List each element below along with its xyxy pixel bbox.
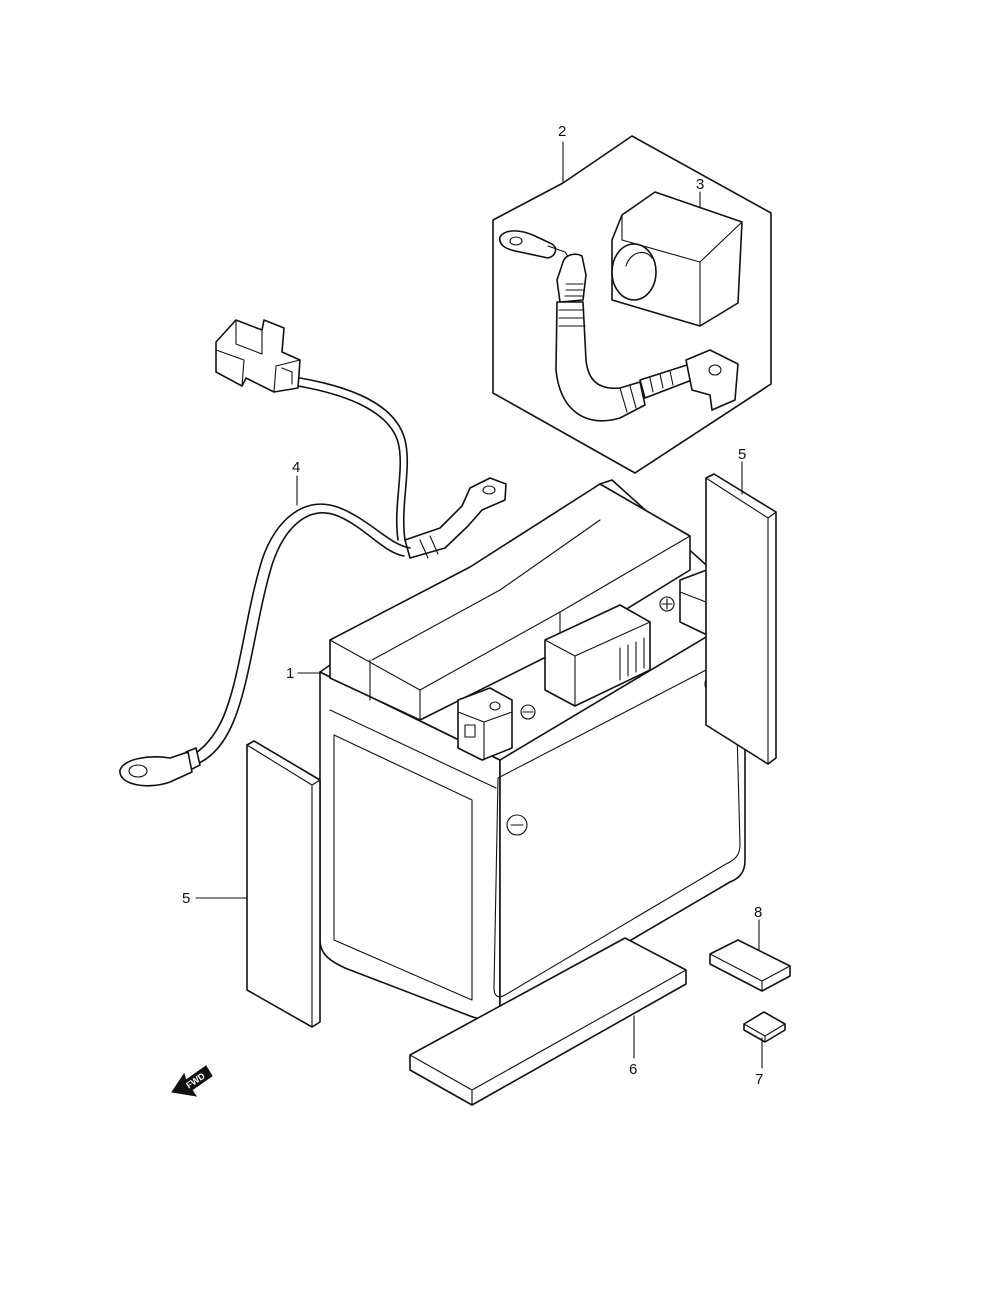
callout-4: 4 — [292, 459, 300, 476]
battery-cable-assembly — [498, 230, 739, 422]
battery — [319, 479, 749, 1020]
arrow-fwd-icon: FWD — [171, 1065, 213, 1097]
callout-3: 3 — [696, 176, 704, 193]
callout-5-right: 5 — [738, 446, 746, 463]
wire-harness — [119, 319, 507, 787]
callout-1: 1 — [286, 665, 294, 682]
callout-7: 7 — [755, 1071, 763, 1088]
terminal-cover — [611, 191, 743, 327]
kit-outline-hexagon — [492, 135, 772, 474]
pad-small-8 — [709, 939, 791, 992]
pad-small-7 — [743, 1011, 786, 1043]
callout-8: 8 — [754, 904, 762, 921]
pad-right — [705, 473, 777, 765]
callout-labels: 2 3 4 5 1 5 8 6 7 — [182, 123, 763, 1088]
pad-left — [246, 740, 321, 1028]
callout-6: 6 — [629, 1061, 637, 1078]
callout-5-left: 5 — [182, 890, 190, 907]
pad-bottom — [409, 937, 687, 1106]
leader-lines — [195, 141, 763, 1069]
callout-2: 2 — [558, 123, 566, 140]
